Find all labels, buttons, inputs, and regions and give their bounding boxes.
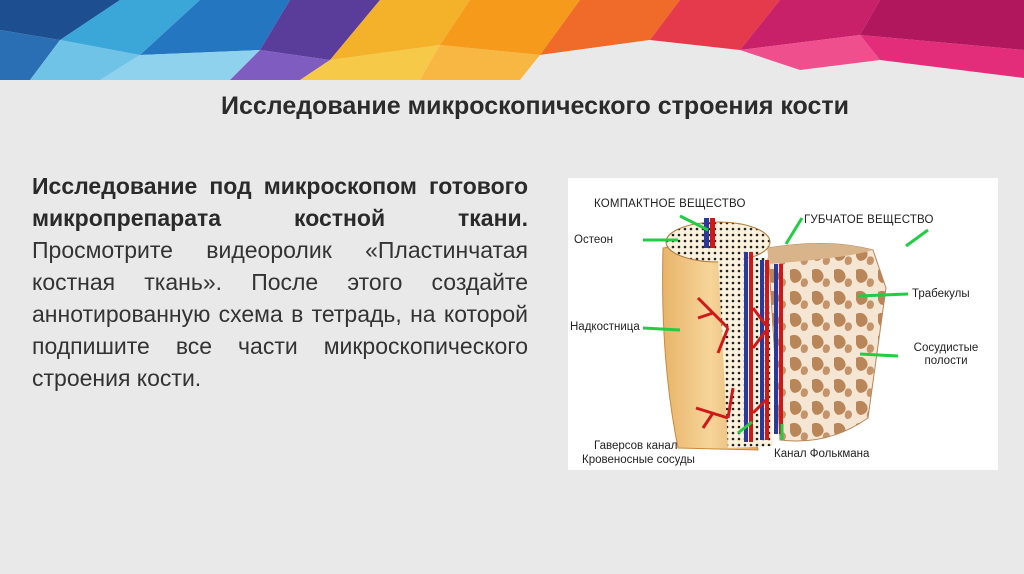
- body-text: Исследование под микроскопом готового ми…: [32, 170, 528, 394]
- label-spongy: ГУБЧАТОЕ ВЕЩЕСТВО: [804, 214, 934, 227]
- slide-title: Исследование микроскопического строения …: [120, 88, 950, 124]
- body-text-bold: Исследование под микроскопом готового ми…: [32, 173, 528, 231]
- label-osteon: Остеон: [574, 234, 613, 247]
- label-havers: Гаверсов канал: [594, 440, 677, 453]
- label-trabeculae: Трабекулы: [912, 288, 970, 301]
- body-text-rest: Просмотрите видеоролик «Пластинчатая кос…: [32, 237, 528, 391]
- label-compact: КОМПАКТНОЕ ВЕЩЕСТВО: [594, 198, 746, 211]
- label-volkmann: Канал Фолькмана: [774, 448, 869, 461]
- label-vessels: Кровеносные сосуды: [582, 454, 695, 467]
- label-vascular: Сосудистые полости: [904, 342, 988, 368]
- label-periosteum: Надкостница: [570, 321, 640, 334]
- decorative-banner: [0, 0, 1024, 80]
- bone-structure-diagram: КОМПАКТНОЕ ВЕЩЕСТВО ГУБЧАТОЕ ВЕЩЕСТВО Ос…: [568, 178, 998, 470]
